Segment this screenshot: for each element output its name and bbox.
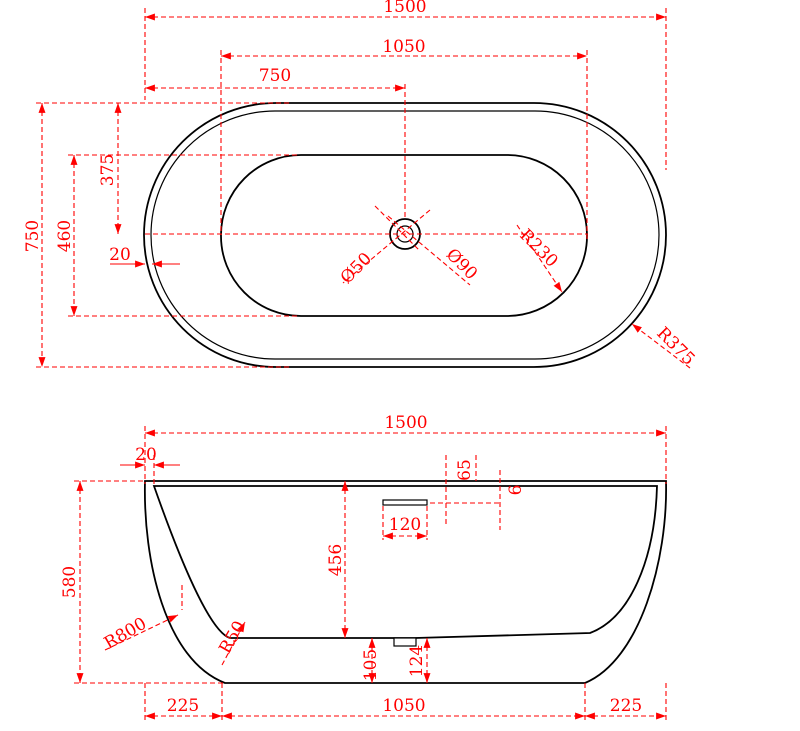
dim-side-radius: R800 (101, 614, 150, 654)
dim-right-overhang: 225 (610, 696, 642, 716)
leader-phi90 (387, 215, 471, 286)
top-view: 1500 1050 750 750 460 375 20 Ø50 Ø90 (23, 0, 699, 370)
leader-r800 (104, 614, 179, 651)
dim-inner-width: 460 (55, 220, 75, 252)
dim-drain-offset: 750 (259, 66, 291, 86)
dim-outer-radius: R375 (652, 323, 698, 369)
leader-r230 (516, 224, 563, 293)
dim-overflow-top: 65 (455, 459, 475, 481)
dim-side-rim: 20 (135, 445, 157, 465)
dim-side-height: 580 (60, 566, 80, 598)
dim-base-length: 1050 (382, 696, 425, 716)
dim-drain-outer: Ø90 (442, 245, 481, 284)
dim-rim-thickness: 20 (109, 245, 131, 265)
dim-overflow-depth: 6 (506, 485, 526, 496)
leader-phi50 (342, 209, 431, 284)
dim-overall-width: 750 (23, 220, 43, 252)
side-view: 1500 20 65 6 120 580 456 R800 R50 (60, 413, 667, 722)
leader-r375 (631, 323, 691, 369)
dim-left-overhang: 225 (167, 696, 199, 716)
overflow-slot (382, 499, 428, 506)
dim-side-overall-length: 1500 (384, 413, 427, 433)
dim-inner-length: 1050 (382, 37, 425, 57)
tub-side-inner-basin (152, 485, 658, 639)
drain-stub (393, 637, 417, 647)
dim-inner-depth: 456 (326, 544, 346, 576)
dim-drain-inner: Ø50 (337, 249, 376, 288)
dim-drain-height: 124 (407, 645, 427, 677)
dim-half-width: 375 (98, 154, 118, 186)
leader-r50 (221, 621, 246, 666)
dim-inner-radius: R230 (515, 225, 561, 271)
dim-overflow-width: 120 (389, 515, 421, 535)
leader-diameter (374, 205, 421, 252)
dim-base-height: 105 (361, 649, 381, 681)
dim-overall-length: 1500 (383, 0, 426, 17)
